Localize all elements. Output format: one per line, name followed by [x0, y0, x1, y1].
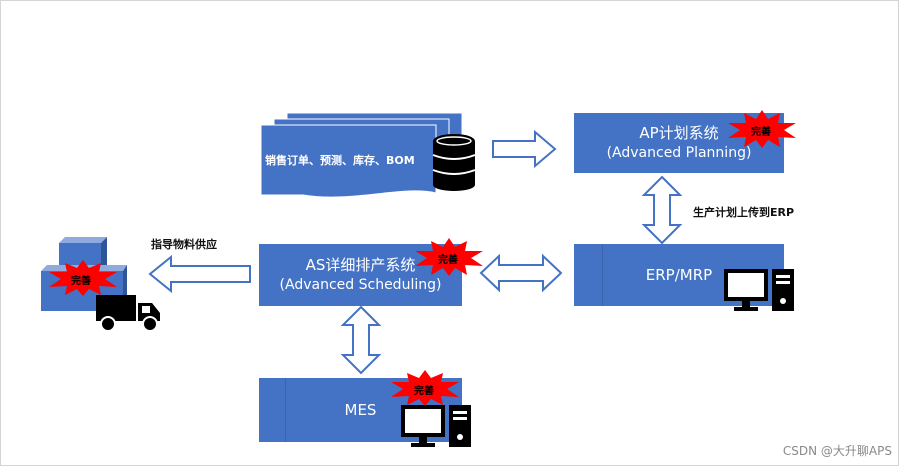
upload-plan-label: 生产计划上传到ERP: [693, 206, 795, 219]
as-badge-text: 完善: [438, 255, 458, 266]
truck-icon: [96, 295, 160, 332]
database-icon: [432, 134, 476, 191]
sales-data-label: 销售订单、预测、库存、BOM: [265, 154, 415, 167]
watermark: CSDN @大升聊APS: [782, 444, 892, 458]
burst-star-icon: [415, 238, 483, 276]
arrow-as-mes: [340, 305, 382, 375]
ap-system-title: AP计划系统: [639, 124, 719, 142]
burst-star-icon: [49, 260, 117, 296]
computer-icon: [401, 405, 471, 447]
erp-title: ERP/MRP: [645, 266, 713, 284]
material-supply-label: 指导物料供应: [151, 238, 217, 251]
burst-star-icon: [728, 110, 796, 148]
ap-system-subtitle: (Advanced Planning): [606, 145, 752, 161]
arrow-ap-erp: [641, 175, 683, 245]
document-stack-shape: [260, 112, 463, 197]
box-divider: [602, 244, 603, 306]
arrow-to-ap-system: [492, 129, 557, 169]
computer-icon: [724, 269, 794, 311]
burst-star-icon: [391, 370, 459, 406]
as-system-title: AS详细排产系统: [305, 256, 416, 274]
mes-badge-text: 完善: [414, 386, 434, 397]
mes-title: MES: [344, 401, 377, 419]
arrow-to-warehouse: [148, 255, 251, 293]
box-divider: [285, 378, 286, 442]
warehouse-badge-text: 完善: [71, 276, 91, 287]
arrow-as-erp: [479, 253, 563, 293]
ap-badge-text: 完善: [751, 127, 771, 138]
as-system-subtitle: (Advanced Scheduling): [279, 277, 442, 293]
